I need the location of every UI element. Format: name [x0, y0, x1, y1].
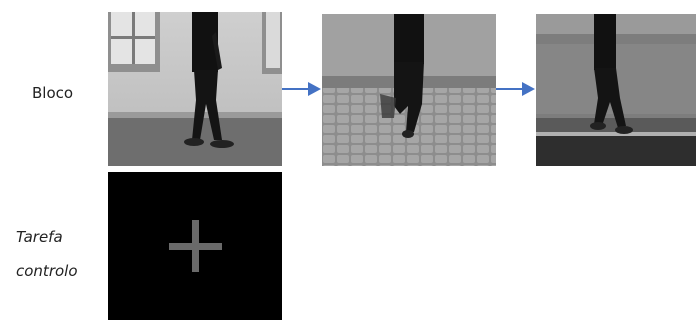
walking-photo-wall-graphic	[108, 12, 282, 166]
arrow-right-icon-2	[496, 80, 536, 98]
walking-photo-wall	[108, 12, 282, 166]
walking-photo-cobblestone-graphic	[322, 14, 496, 166]
control-task-label-line1: Tarefa	[16, 228, 63, 246]
control-task-label-line2: controlo	[16, 262, 78, 280]
walking-photo-grass	[536, 14, 696, 166]
walking-photo-grass-graphic	[536, 14, 696, 166]
fixation-cross-image	[108, 172, 282, 320]
block-label: Bloco	[32, 84, 73, 102]
walking-photo-cobblestone	[322, 14, 496, 166]
fixation-cross-icon	[108, 172, 282, 320]
arrow-right-icon-1	[282, 80, 322, 98]
